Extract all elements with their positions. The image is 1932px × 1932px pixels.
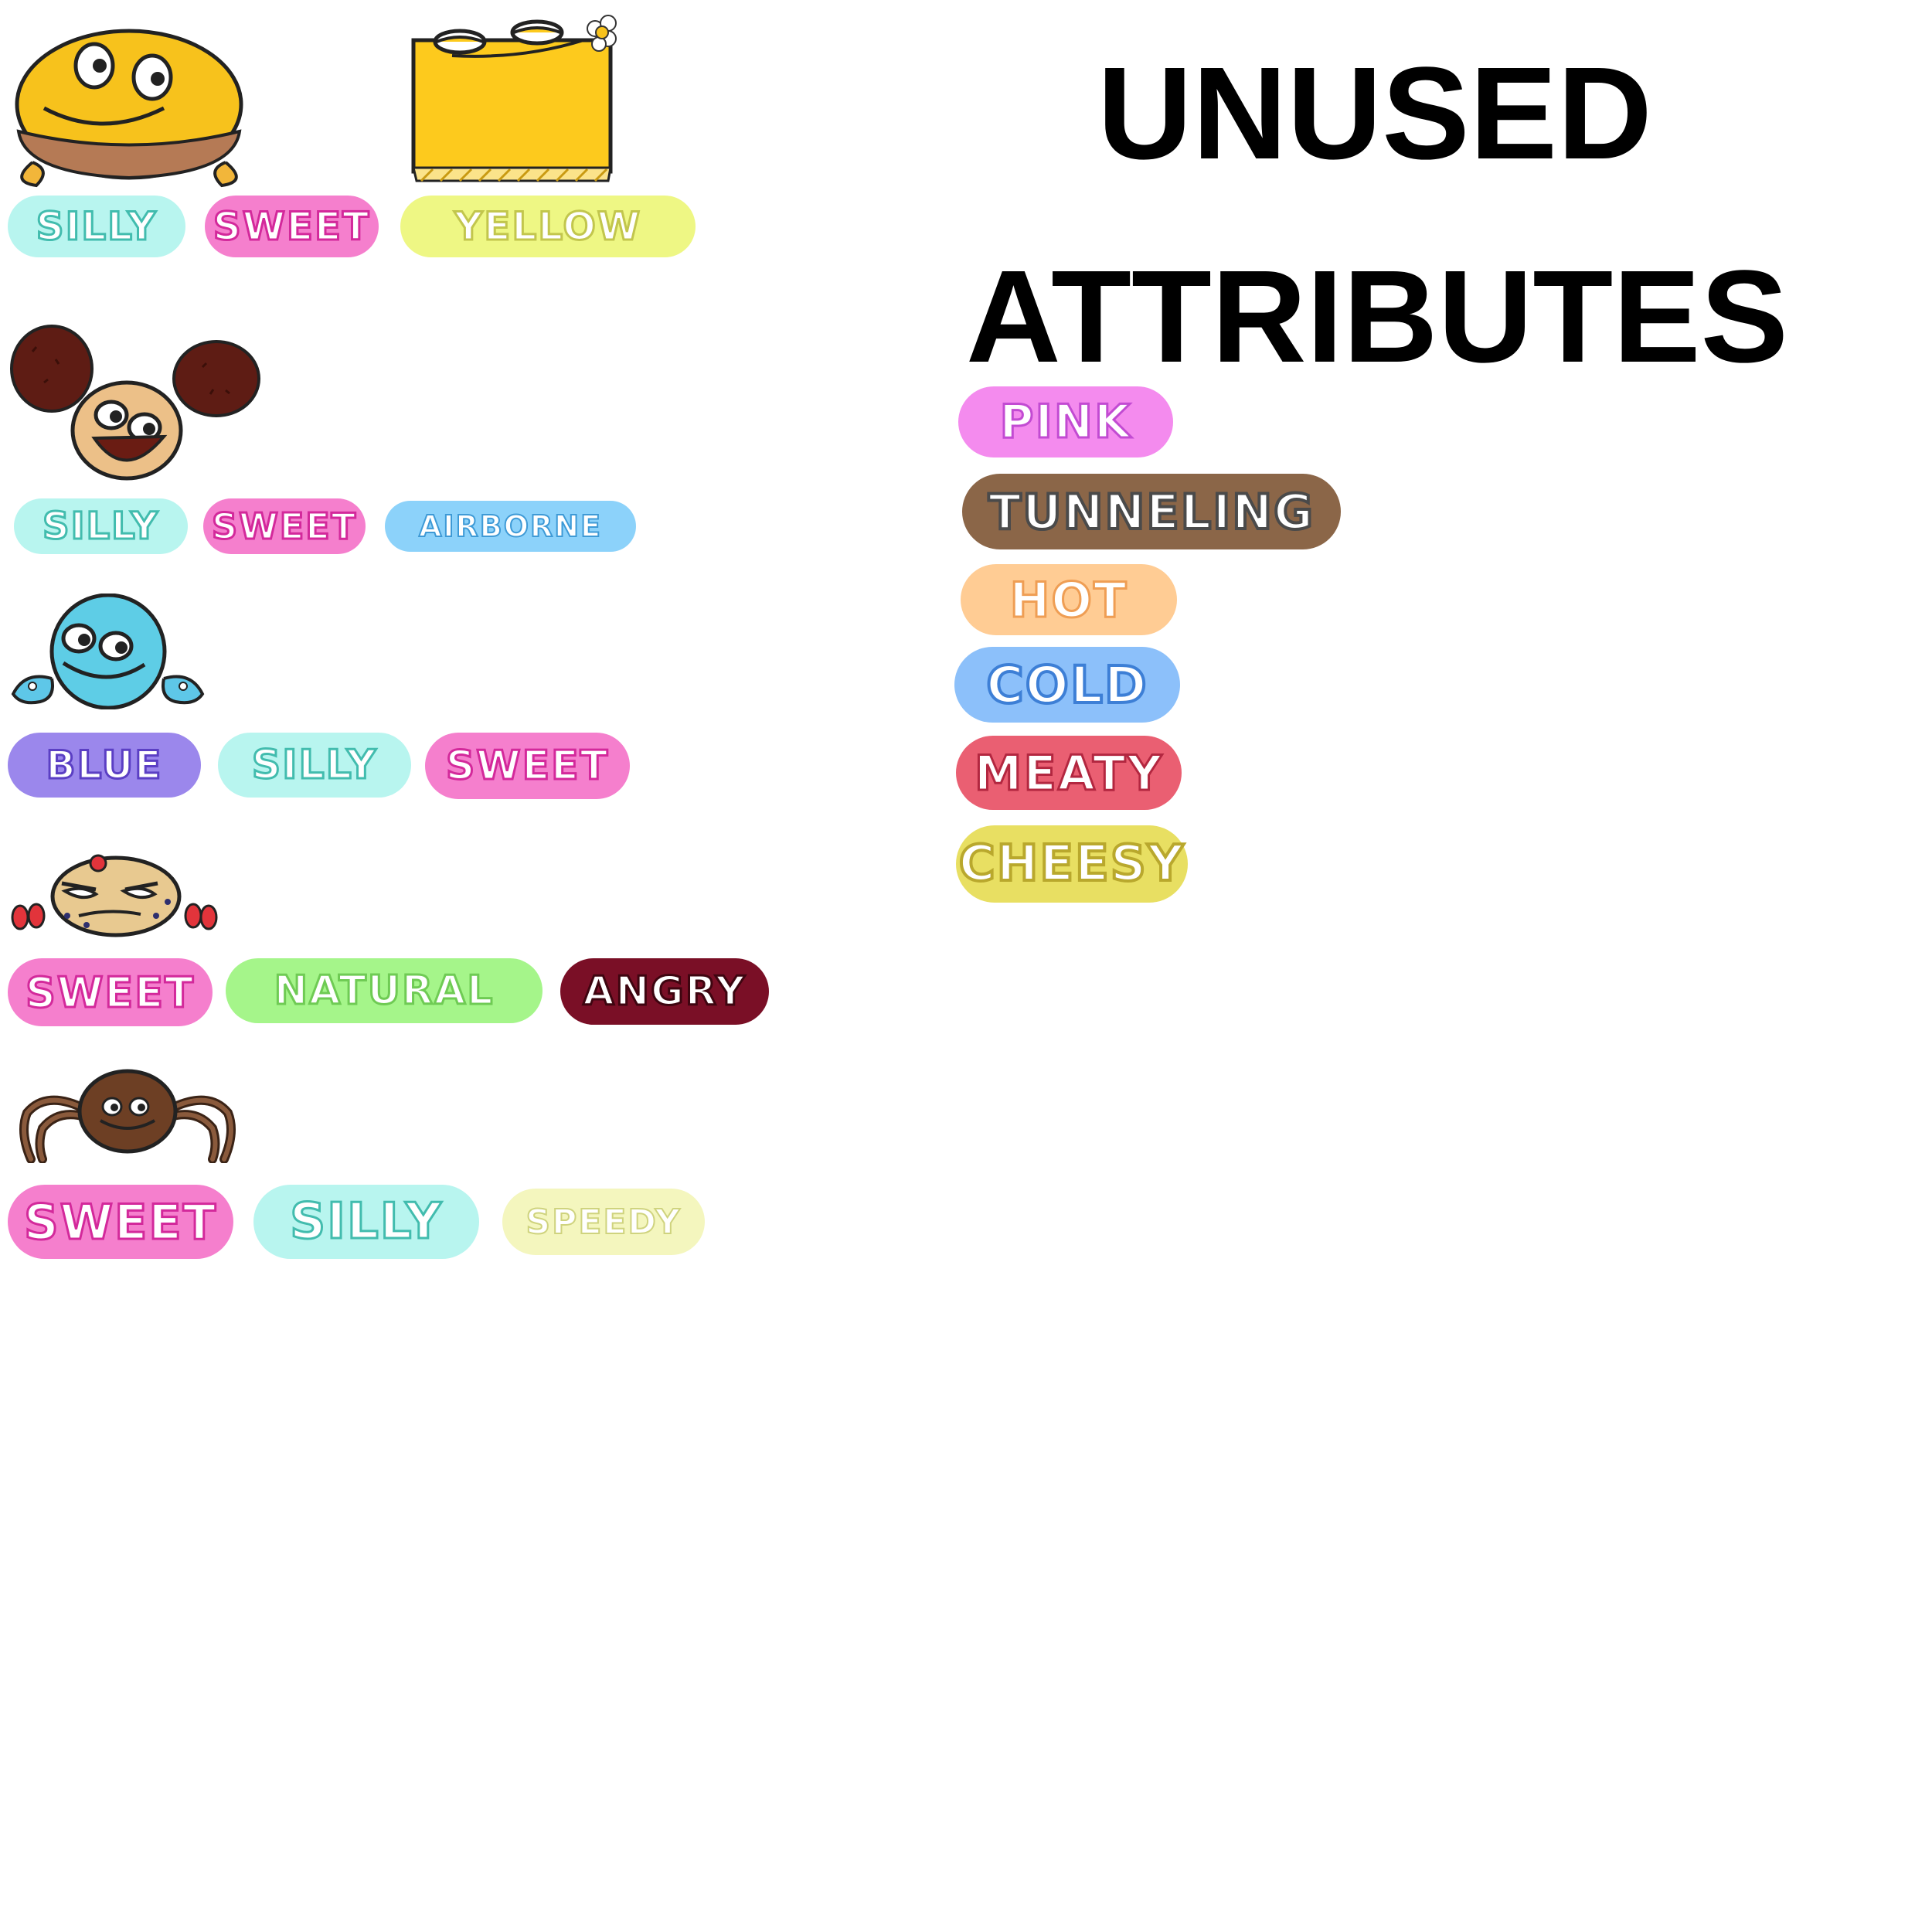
tag-silly: SILLY: [8, 196, 185, 257]
tag-natural: NATURAL: [226, 958, 543, 1023]
tag-sweet: SWEET: [8, 958, 213, 1026]
tag-hot: HOT: [961, 564, 1177, 635]
blue-ball-creature: [9, 594, 206, 709]
tag-cold: COLD: [954, 647, 1180, 723]
strawberry-icon: [184, 903, 218, 930]
mouse-eared-cookie-creature: [9, 321, 260, 483]
tag-blue: BLUE: [8, 733, 201, 798]
tag-sweet: SWEET: [8, 1185, 233, 1259]
creature-3-tags: BLUE SILLY SWEET: [8, 733, 649, 799]
tag-pink: PINK: [958, 386, 1173, 457]
tag-silly: SILLY: [14, 498, 188, 554]
tag-sweet: SWEET: [203, 498, 366, 554]
yellow-blob-creature: [9, 15, 249, 189]
tag-silly: SILLY: [218, 733, 411, 798]
chocolate-spider-creature: [15, 1066, 240, 1163]
creature-4-tags: SWEET NATURAL ANGRY: [8, 958, 773, 1026]
tag-tunneling: TUNNELING: [962, 474, 1341, 549]
page-title-line-2: ATTRIBUTES: [966, 243, 1788, 390]
tag-cheesy: CHEESY: [956, 825, 1188, 903]
creature-5-tags: SWEET SILLY SPEEDY: [8, 1185, 705, 1260]
tag-silly: SILLY: [253, 1185, 479, 1259]
tag-airborne: AIRBORNE: [385, 501, 636, 552]
tag-sweet: SWEET: [425, 733, 630, 799]
tag-sweet: SWEET: [205, 196, 379, 257]
tag-meaty: MEATY: [956, 736, 1182, 810]
page-title-line-1: UNUSED: [1097, 40, 1652, 187]
creature-1-tags: SILLY SWEET YELLOW: [8, 196, 703, 257]
tag-speedy: SPEEDY: [502, 1189, 705, 1255]
cookie-strawberry-creature: [9, 854, 219, 939]
tag-angry: ANGRY: [560, 958, 769, 1025]
tag-yellow: YELLOW: [400, 196, 696, 257]
strawberry-icon: [11, 903, 46, 930]
yellow-cake-creature: [406, 9, 634, 187]
creature-2-tags: SILLY SWEET AIRBORNE: [14, 498, 636, 554]
unused-attributes-list: PINK TUNNELING HOT COLD MEATY CHEESY: [954, 386, 1387, 912]
flower-icon: [587, 15, 617, 52]
